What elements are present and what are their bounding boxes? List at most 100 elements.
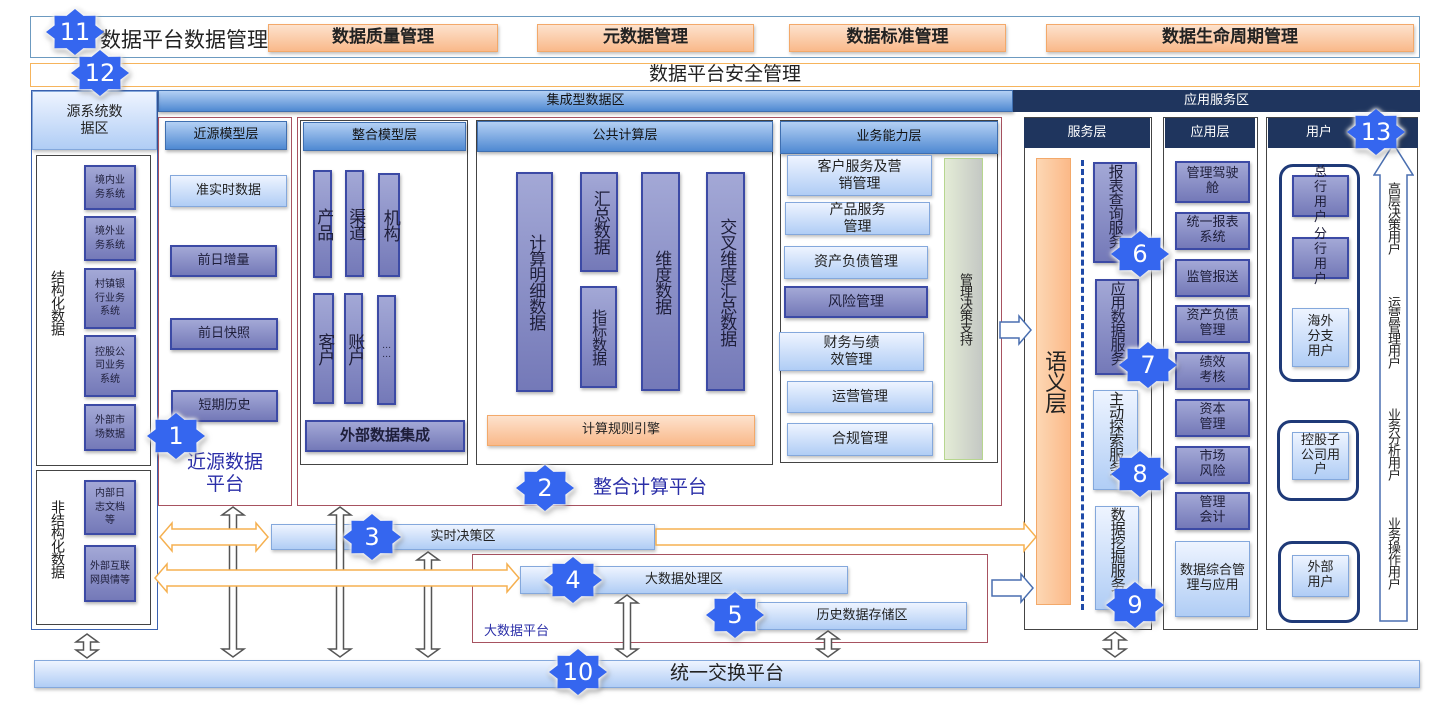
decision-support[interactable]: 管理决策支持 — [944, 158, 983, 460]
service-layer-header: 服务层 — [1024, 118, 1150, 148]
model-item[interactable]: …… — [377, 295, 396, 405]
semantic-layer[interactable]: 语义层 — [1036, 158, 1071, 605]
model-item[interactable]: 渠道 — [345, 170, 365, 277]
user-level: 运营管理用户 — [1385, 296, 1400, 368]
bigdata-platform-label: 大数据平台 — [484, 624, 550, 639]
badge-9: 9 — [1106, 582, 1164, 628]
source-item[interactable]: 外部市场数据 — [84, 404, 136, 451]
source-item[interactable]: 外部互联网舆情等 — [84, 545, 136, 602]
business-item[interactable]: 产品服务管理 — [785, 202, 930, 235]
compute-item[interactable]: 计算明细数据 — [516, 172, 553, 392]
security-bar: 数据平台安全管理 — [30, 63, 1420, 87]
service-divider — [1081, 160, 1084, 610]
metadata-button[interactable]: 元数据管理 — [537, 24, 754, 52]
source-item[interactable]: 境内业务系统 — [84, 165, 136, 210]
application-item[interactable]: 数据综合管理与应用 — [1175, 541, 1250, 617]
compute-item[interactable]: 指标数据 — [580, 286, 617, 388]
business-item[interactable]: 合规管理 — [787, 423, 933, 456]
bigdata-platform — [472, 554, 988, 643]
business-item[interactable]: 资产负债管理 — [784, 246, 928, 279]
user-level: 业务操作用户 — [1385, 517, 1400, 589]
model-item[interactable]: 客户 — [313, 293, 334, 404]
application-layer-header: 应用层 — [1165, 118, 1255, 148]
right-arrow-icon — [655, 520, 1037, 554]
badge-3: 3 — [343, 514, 401, 560]
compute-rule-engine[interactable]: 计算规则引擎 — [487, 415, 755, 446]
badge-4: 4 — [544, 557, 602, 603]
right-arrow-icon — [999, 313, 1032, 347]
business-item-label: 客户服务及营销管理 — [817, 159, 902, 192]
near-source-item[interactable]: 前日快照 — [170, 318, 278, 350]
structured-data-box — [36, 155, 151, 466]
user-levels-arrow — [1372, 142, 1415, 622]
user-item[interactable]: 海外分支用户 — [1292, 308, 1349, 367]
source-item[interactable]: 村镇银行业务系统 — [84, 268, 136, 329]
badge-1: 1 — [147, 413, 205, 459]
data-lifecycle-button[interactable]: 数据生命周期管理 — [1046, 24, 1414, 52]
application-item[interactable]: 市场风险 — [1175, 446, 1250, 484]
compute-item[interactable]: 汇总数据 — [580, 172, 618, 272]
user-item-label: 分行用户 — [1313, 227, 1327, 287]
compute-item[interactable]: 维度数据 — [641, 172, 680, 391]
application-item[interactable]: 监管报送 — [1175, 259, 1250, 297]
user-item[interactable]: 外部用户 — [1292, 555, 1349, 597]
right-arrow-icon — [991, 571, 1034, 605]
source-item[interactable]: 内部日志文档等 — [84, 480, 136, 535]
badge-5: 5 — [706, 592, 764, 638]
service-item[interactable]: 报表查询服务 — [1093, 162, 1137, 263]
application-item[interactable]: 统一报表系统 — [1175, 212, 1250, 250]
realtime-decision-zone[interactable]: 实时决策区 — [271, 524, 655, 550]
user-item-label: 总行用户 — [1313, 165, 1327, 225]
business-item[interactable]: 运营管理 — [787, 381, 933, 413]
service-item[interactable]: 应用数据服务 — [1095, 279, 1139, 375]
badge-8: 8 — [1111, 451, 1169, 497]
business-item[interactable]: 财务与绩效管理 — [779, 332, 924, 371]
compute-item[interactable]: 交叉维度汇总数据 — [706, 172, 745, 391]
external-data-integration[interactable]: 外部数据集成 — [305, 420, 465, 452]
application-item-label: 资本管理 — [1199, 402, 1226, 432]
model-item[interactable]: 账户 — [344, 293, 364, 404]
compute-layer-box — [476, 120, 773, 465]
user-group-bank — [1279, 164, 1360, 382]
application-item-label: 绩效考核 — [1199, 355, 1226, 385]
user-item[interactable]: 分行用户 — [1292, 227, 1349, 287]
application-item[interactable]: 资产负债管理 — [1175, 305, 1250, 343]
compute-layer-header: 公共计算层 — [477, 121, 773, 152]
user-item[interactable]: 控股子公司用户 — [1292, 432, 1349, 480]
business-item[interactable]: 风险管理 — [784, 286, 928, 318]
application-item[interactable]: 管理会计 — [1175, 492, 1250, 530]
source-system-header: 源系统数据区 — [32, 91, 157, 150]
near-source-header: 近源模型层 — [165, 121, 287, 150]
source-item[interactable]: 境外业务系统 — [84, 216, 136, 261]
unified-exchange-platform[interactable]: 统一交换平台 — [34, 660, 1420, 688]
user-group-external — [1278, 541, 1360, 623]
model-item[interactable]: 机构 — [378, 173, 400, 277]
users-box — [1266, 117, 1418, 630]
badge-13: 13 — [1347, 109, 1405, 155]
near-source-item[interactable]: 短期历史 — [171, 390, 278, 422]
integrated-zone-bar: 集成型数据区 — [158, 90, 1013, 112]
business-layer-box — [780, 120, 998, 463]
near-source-item[interactable]: 准实时数据 — [170, 175, 287, 207]
model-item[interactable]: 产品 — [313, 170, 333, 278]
history-storage-zone[interactable]: 历史数据存储区 — [757, 602, 967, 630]
badge-12: 12 — [71, 50, 129, 96]
application-item[interactable]: 资本管理 — [1175, 399, 1250, 437]
data-quality-button[interactable]: 数据质量管理 — [268, 24, 498, 52]
near-source-item[interactable]: 前日增量 — [170, 245, 277, 277]
badge-2: 2 — [516, 465, 574, 511]
application-item-label: 资产负债管理 — [1186, 308, 1239, 338]
data-standard-button[interactable]: 数据标准管理 — [789, 24, 1006, 52]
application-item-label: 市场风险 — [1199, 449, 1226, 479]
application-item[interactable]: 绩效考核 — [1175, 352, 1250, 390]
application-item-label: 管理驾驶舱 — [1186, 166, 1239, 196]
source-item[interactable]: 控股公司业务系统 — [84, 335, 136, 397]
user-item[interactable]: 总行用户 — [1292, 165, 1349, 225]
double-arrow-icon — [814, 630, 842, 658]
integration-platform-label: 整合计算平台 — [592, 476, 707, 499]
application-item[interactable]: 管理驾驶舱 — [1175, 161, 1250, 203]
user-level: 业务分析用户 — [1385, 408, 1400, 480]
source-system-title: 源系统数据区 — [66, 104, 123, 137]
business-item[interactable]: 客户服务及营销管理 — [787, 155, 932, 196]
